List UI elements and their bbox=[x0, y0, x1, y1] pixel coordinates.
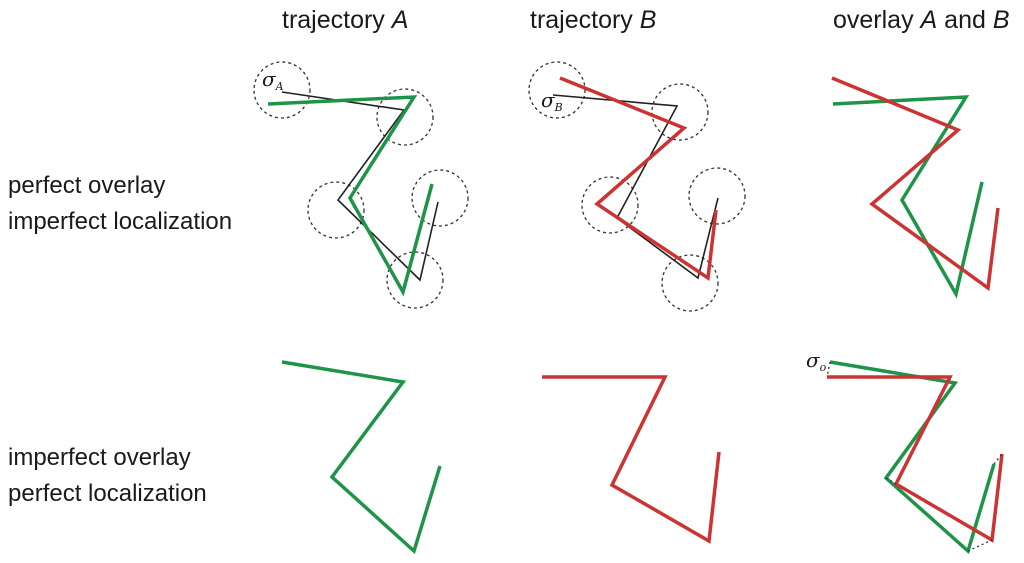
localization-circles-a bbox=[253, 61, 469, 309]
overlay-trajectory-b-path bbox=[831, 76, 1000, 292]
panel-top-trajectory-b: σB bbox=[528, 61, 746, 312]
row-label-top-line1: perfect overlay bbox=[8, 172, 166, 199]
true-path-a bbox=[281, 91, 439, 282]
row-label-bottom: imperfect overlay perfect localization bbox=[8, 440, 207, 512]
localization-circle bbox=[376, 88, 434, 146]
overlay-trajectory-a-path bbox=[832, 95, 984, 299]
column-title-trajectory-b: trajectory B bbox=[530, 6, 657, 34]
sigma-a-label: σA bbox=[262, 67, 284, 93]
panel-bottom-trajectory-b bbox=[542, 375, 721, 544]
trajectory-a-path-bottom bbox=[281, 360, 442, 555]
overlay-trajectory-b-path-bottom bbox=[827, 375, 1004, 543]
offset-markers bbox=[826, 361, 1003, 552]
trajectory-b-path-bottom bbox=[542, 375, 721, 544]
trajectory-a-path bbox=[267, 95, 434, 297]
true-path-b bbox=[552, 94, 719, 280]
overlay-trajectory-a-path-bottom bbox=[829, 360, 996, 555]
trajectory-b-path bbox=[559, 76, 718, 282]
localization-circle bbox=[253, 61, 311, 119]
row-label-bottom-line2: perfect localization bbox=[8, 480, 207, 507]
panel-bottom-trajectory-a bbox=[281, 360, 442, 555]
sigma-b-label: σB bbox=[541, 88, 563, 114]
panel-bottom-overlay: σo bbox=[806, 348, 1004, 555]
offset-marker bbox=[826, 361, 831, 378]
offset-marker bbox=[993, 453, 1003, 465]
column-title-trajectory-a: trajectory A bbox=[282, 6, 409, 34]
offset-marker bbox=[885, 477, 897, 485]
row-label-top-line2: imperfect localization bbox=[8, 208, 233, 235]
localization-circle bbox=[581, 176, 639, 234]
column-title-overlay: overlay A and B bbox=[833, 6, 1010, 34]
localization-circle bbox=[651, 83, 709, 141]
localization-circle bbox=[386, 251, 444, 309]
localization-circle bbox=[528, 61, 586, 119]
localization-circle bbox=[688, 167, 746, 225]
localization-circle bbox=[307, 181, 365, 239]
localization-circle bbox=[411, 169, 469, 227]
panel-top-overlay bbox=[831, 76, 1000, 299]
localization-circles-b bbox=[528, 61, 746, 312]
panel-top-trajectory-a: σA bbox=[253, 61, 469, 309]
localization-circle bbox=[661, 254, 719, 312]
sigma-o-label: σo bbox=[806, 348, 827, 374]
row-label-top: perfect overlay imperfect localization bbox=[8, 168, 232, 240]
row-label-bottom-line1: imperfect overlay bbox=[8, 444, 191, 471]
